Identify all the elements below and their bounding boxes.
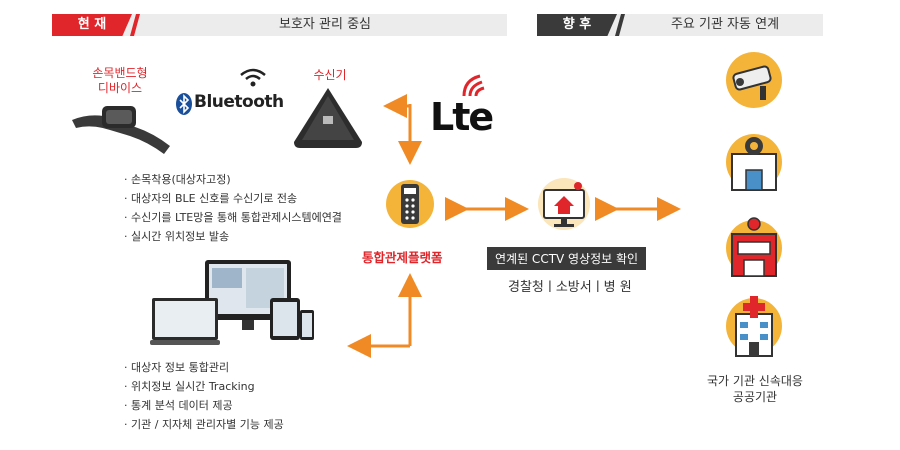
agencies-line: 경찰청ㅣ소방서ㅣ병 원 [508, 280, 632, 295]
device-bullet: 손목착용(대상자고정) [124, 170, 342, 189]
header-left-tag: 현 재 [52, 14, 132, 36]
multi-device-screens-icon [150, 260, 314, 345]
header-right-tag: 향 후 [537, 14, 617, 36]
header-right-title: 주요 기관 자동 연계 [670, 17, 780, 32]
monitor-alert-icon [538, 178, 590, 230]
bluetooth-icon [176, 93, 192, 115]
header-left-slash [130, 14, 140, 36]
police-station-icon [726, 134, 782, 191]
device-bullet: 실시간 위치정보 발송 [124, 227, 342, 246]
device-bullets: 손목착용(대상자고정) 대상자의 BLE 신호를 수신기로 전송 수신기를 LT… [124, 170, 342, 246]
device-bullet: 수신기를 LTE망을 통해 통합관제시스템에연결 [124, 208, 342, 227]
header-left-bar [52, 14, 507, 36]
device-bullet: 대상자의 BLE 신호를 수신기로 전송 [124, 189, 342, 208]
receiver-icon [294, 88, 362, 148]
system-bullet: 통계 분석 데이터 제공 [124, 396, 284, 415]
fire-station-icon [726, 217, 782, 277]
platform-label: 통합관제플랫폼 [362, 250, 443, 265]
system-bullet: 기관 / 지자체 관리자별 기능 제공 [124, 415, 284, 434]
bluetooth-text: Bluetooth [194, 92, 284, 112]
cctv-label: 연계된 CCTV 영상정보 확인 [487, 247, 647, 270]
system-bullets: 대상자 정보 통합관리 위치정보 실시간 Tracking 통계 분석 데이터 … [124, 358, 284, 434]
public-label-line2: 공공기관 [732, 390, 778, 404]
public-label-line1: 국가 기관 신속대응 [707, 374, 803, 388]
wristband-label: 손목밴드형 디바이스 [70, 66, 170, 96]
header-left-title: 보호자 관리 중심 [279, 17, 371, 32]
remote-control-icon [386, 180, 434, 228]
wristband-label-line1: 손목밴드형 [92, 66, 148, 80]
public-agency-label: 국가 기관 신속대응 공공기관 [690, 373, 820, 405]
wristband-device-icon [72, 106, 170, 154]
hospital-icon [726, 296, 782, 357]
wifi-icon [240, 68, 266, 87]
lte-logo-text: Lte [430, 95, 494, 139]
header-right-slash [615, 14, 625, 36]
cctv-camera-icon [726, 52, 782, 108]
system-bullet: 위치정보 실시간 Tracking [124, 377, 284, 396]
receiver-label: 수신기 [313, 68, 347, 82]
wristband-label-line2: 디바이스 [97, 81, 143, 95]
system-bullet: 대상자 정보 통합관리 [124, 358, 284, 377]
lte-logo-icon [462, 74, 485, 97]
